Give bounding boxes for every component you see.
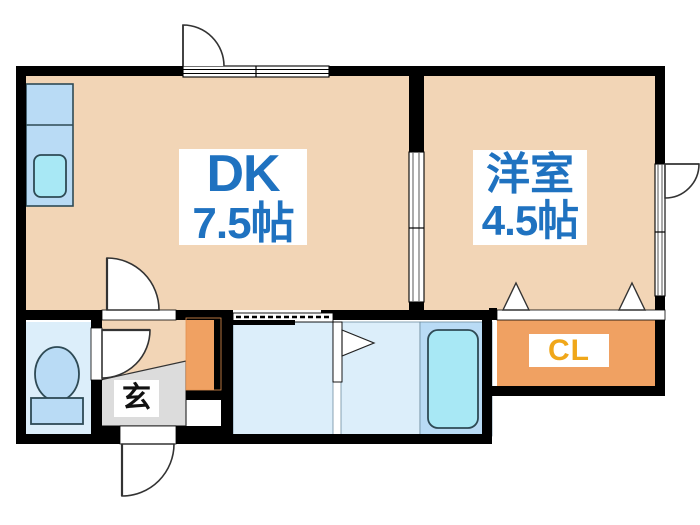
closet-name: CL (548, 333, 590, 367)
washroom-door (232, 312, 334, 325)
balcony-door-swing (182, 24, 225, 67)
kitchen-counter (25, 83, 74, 207)
room-label-genkan: 玄 (114, 380, 159, 417)
kitchen-sink (33, 154, 67, 198)
washitsu-area: 4.5帖 (481, 197, 579, 244)
toilet-tank (30, 397, 84, 425)
room-label-washitsu: 洋室 4.5帖 (473, 150, 587, 245)
toilet-bowl (34, 346, 80, 402)
dk-washitsu-sliding (408, 151, 425, 303)
dk-name: DK (206, 145, 280, 203)
genkan-inner-door[interactable] (101, 328, 151, 379)
dk-area: 7.5帖 (192, 199, 294, 248)
bathtub (427, 329, 479, 429)
genkan-name: 玄 (121, 382, 151, 414)
closet-folding-doors[interactable] (501, 281, 647, 311)
entrance-door[interactable] (120, 443, 175, 497)
shoe-cabinet-outline (185, 317, 222, 391)
balcony-window-top (182, 65, 330, 78)
room-label-closet: CL (529, 334, 609, 367)
room-label-dk: DK 7.5帖 (179, 145, 307, 248)
door-thresholds (90, 309, 666, 445)
bath-door (332, 321, 376, 383)
washing-machine-space (232, 321, 334, 437)
washitsu-window-right (654, 163, 666, 297)
dk-hall-door[interactable] (105, 257, 160, 311)
washitsu-name: 洋室 (486, 150, 574, 199)
toilet-room (24, 322, 91, 436)
washitsu-door-swing (664, 163, 700, 199)
walls (16, 66, 665, 444)
